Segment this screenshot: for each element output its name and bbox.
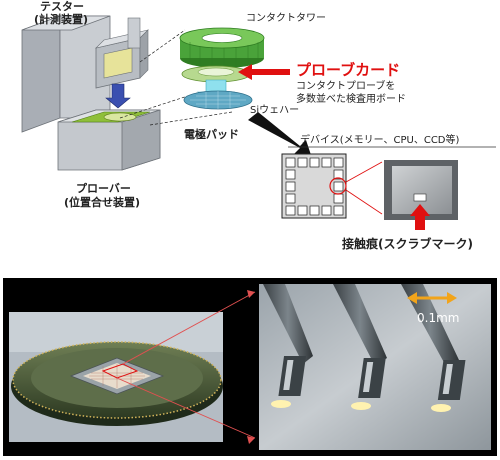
contact-tower-label: コンタクトタワー: [246, 13, 326, 24]
scale-arrow: [407, 292, 457, 304]
probe-card-desc-1: コンタクトプローブを: [296, 81, 396, 92]
probe-system-diagram: [21, 15, 496, 230]
scrub-mark-label: 接触痕(スクラブマーク): [342, 237, 473, 251]
prober-machine: [57, 109, 161, 171]
probe-card-label: プローブカード: [296, 61, 401, 79]
probe-card-photos: [9, 284, 491, 450]
probe-tip-microscope-photo: [259, 284, 491, 450]
si-wafer: [183, 90, 253, 110]
contact-tower: [179, 27, 265, 68]
si-wafer-label: Siウェハー: [250, 105, 300, 116]
device-label: デバイス(メモリー、CPU、CCD等): [300, 135, 460, 146]
device-chip: [281, 153, 383, 219]
scale-label: 0.1mm: [417, 311, 460, 325]
electrode-pad-label: 電極パッド: [184, 128, 239, 141]
prober-sub-label: (位置合せ装置): [64, 196, 141, 209]
tester-sub-label: (計測装置): [34, 13, 89, 26]
tester-machine: [21, 15, 149, 133]
probe-card-photo: [9, 312, 223, 442]
scrub-mark-photo: [384, 160, 458, 230]
tester-label: テスター: [40, 0, 84, 13]
prober-label: プローバー: [76, 182, 131, 195]
probe-card-desc-2: 多数並べた検査用ボード: [296, 94, 406, 105]
probe-card-photo-panel: 0.1mm: [3, 278, 497, 456]
probe-card-disc: [181, 65, 251, 83]
